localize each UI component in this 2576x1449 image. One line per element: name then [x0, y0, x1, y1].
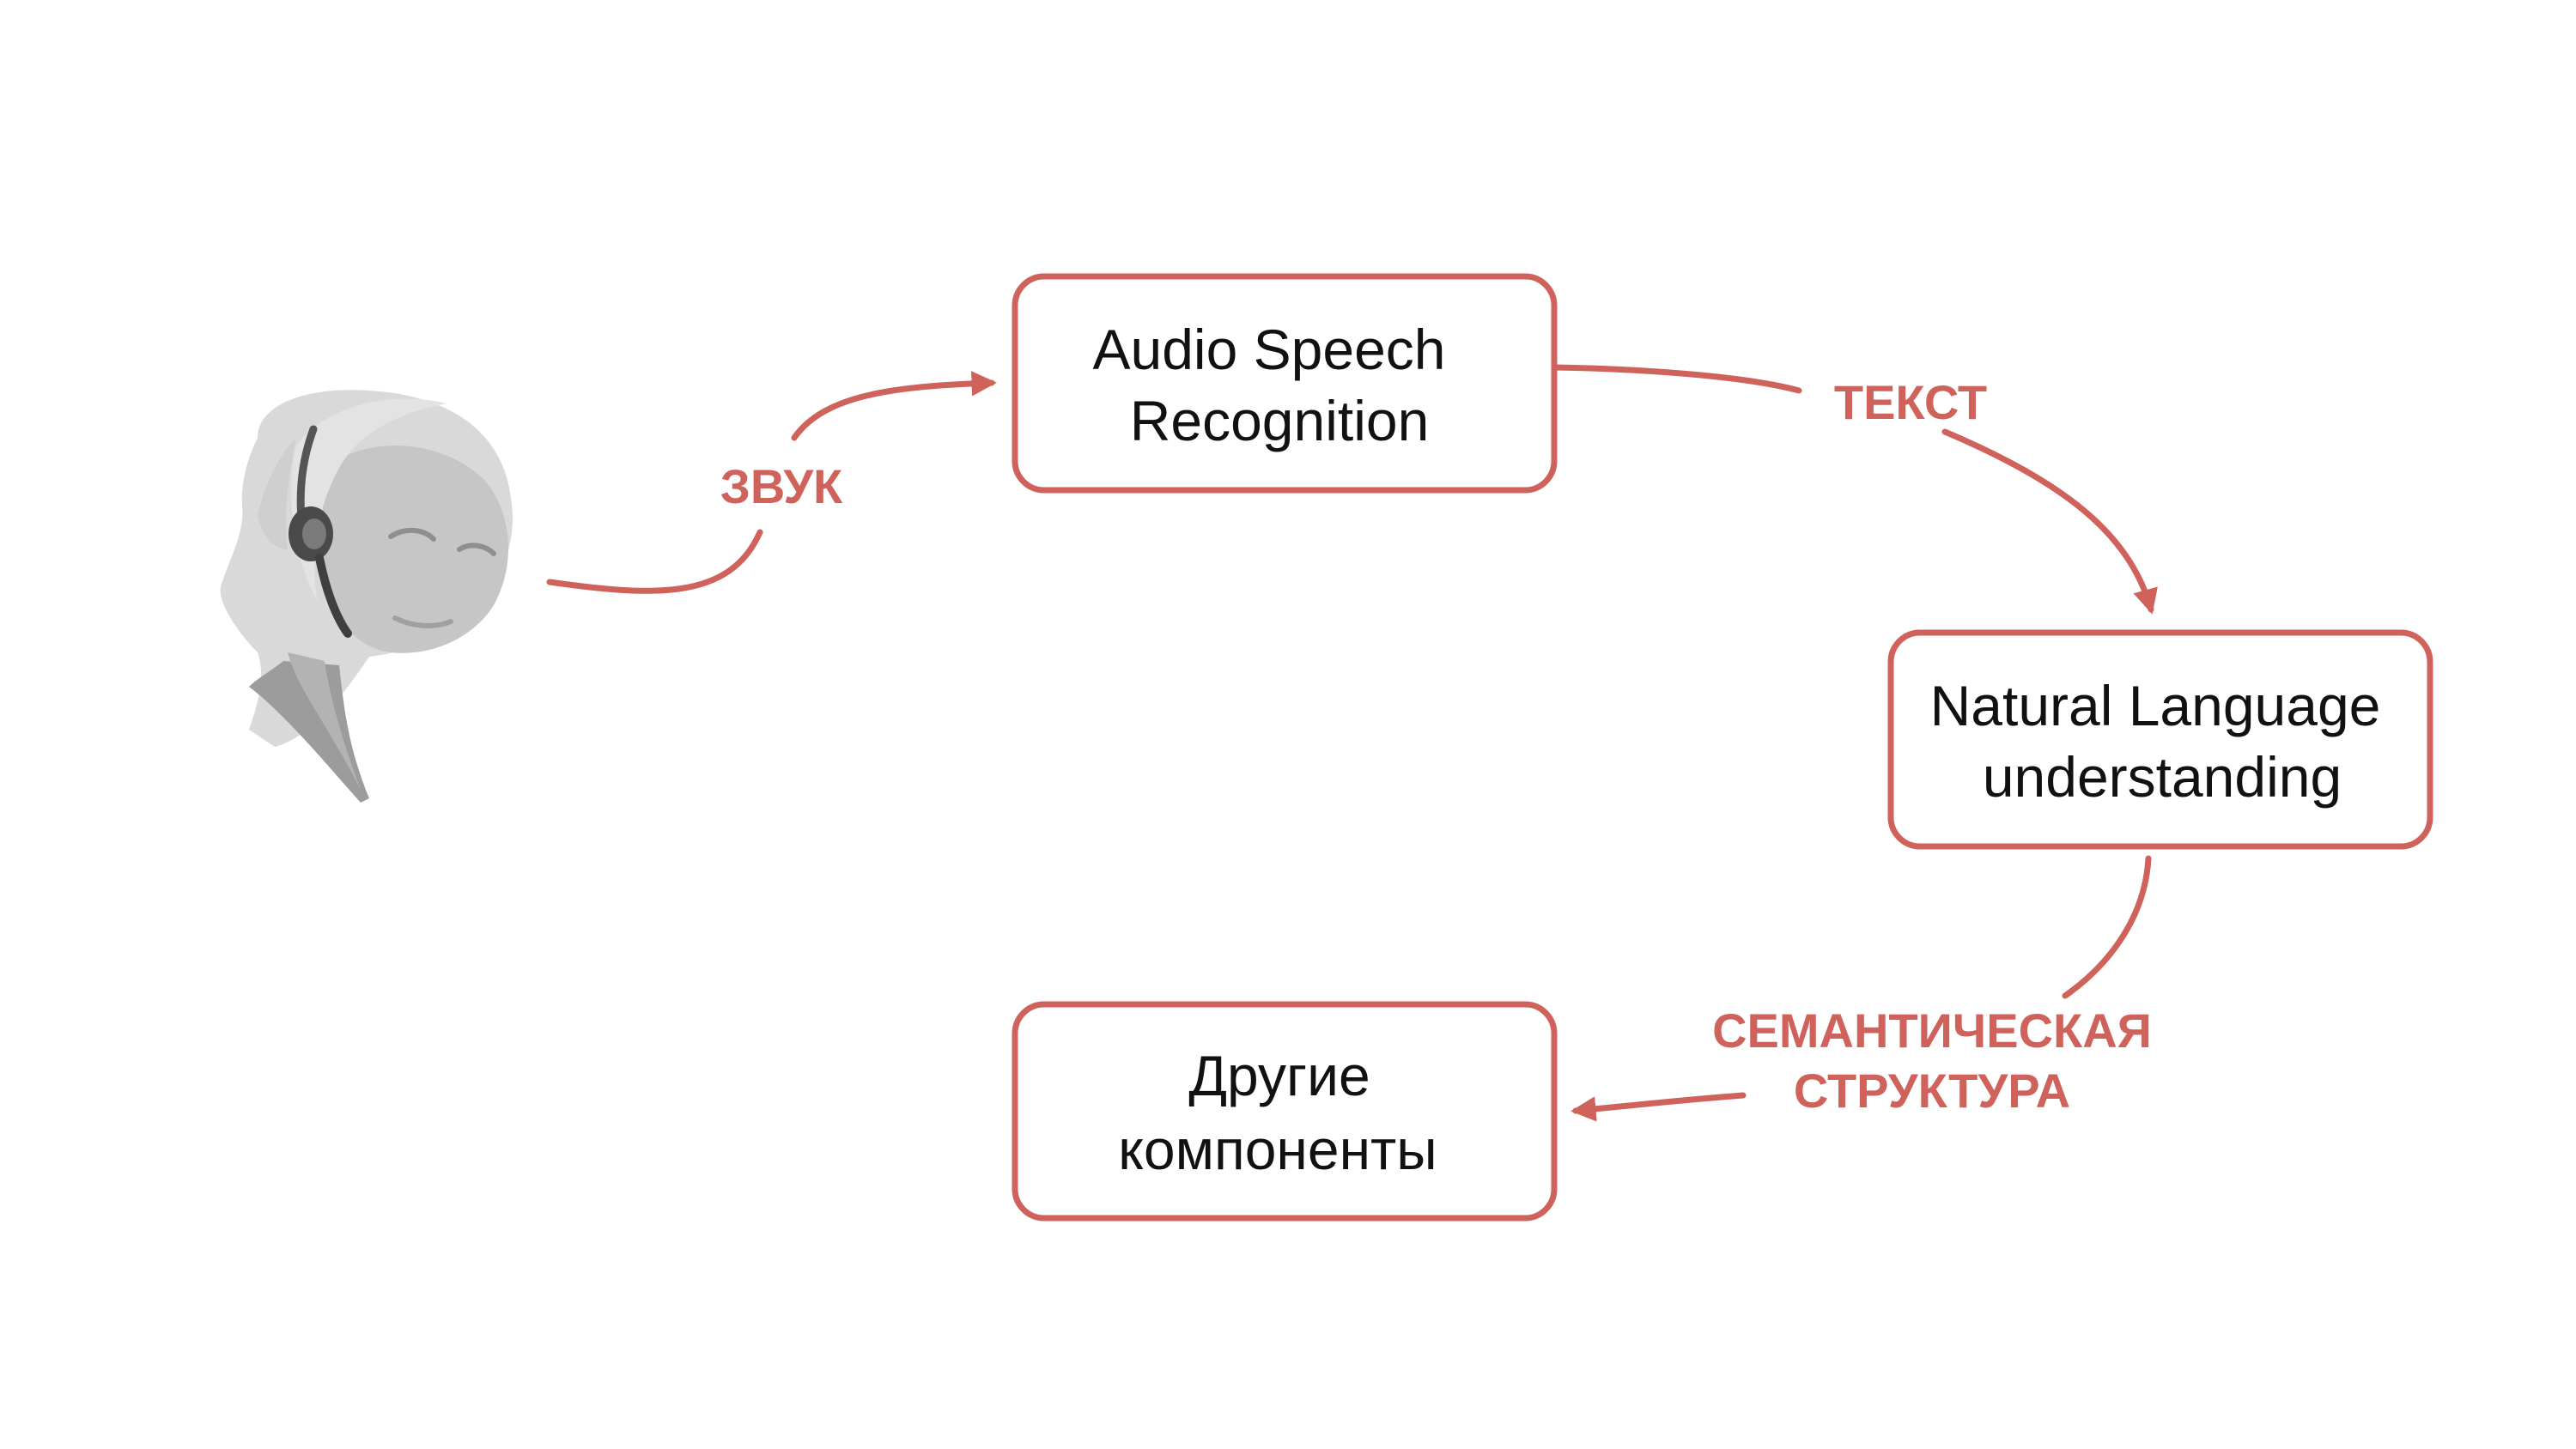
node-other-label-line2: компоненты: [1118, 1118, 1437, 1181]
edge-nlu-to-other-arrow-start-segment: [2062, 855, 2152, 999]
person-with-headset-icon: [220, 390, 513, 803]
node-nlu-label-line1: Natural Language: [1930, 674, 2381, 737]
edge-user-to-asr-arrow: [546, 529, 763, 594]
node-natural-language-understanding: Natural Language understanding: [1887, 629, 2433, 850]
node-other-components: Другие компоненты: [1012, 1001, 1558, 1222]
edge-label-semantic-line2: СТРУКТУРА: [1794, 1064, 2070, 1118]
edge-nlu-to-other: СЕМАНТИЧЕСКАЯ СТРУКТУРА: [1571, 855, 2152, 1122]
edge-asr-to-nlu-arrow-start-segment: [1551, 364, 1802, 394]
edge-label-tekst: ТЕКСТ: [1834, 375, 1987, 429]
node-asr-label-line1: Audio Speech: [1093, 318, 1446, 381]
edge-label-zvuk: ЗВУК: [720, 459, 843, 513]
edge-user-to-asr-arrow-head-segment: [791, 371, 997, 441]
node-audio-speech-recognition: Audio Speech Recognition: [1012, 273, 1558, 494]
edge-label-semantic-line1: СЕМАНТИЧЕСКАЯ: [1712, 1003, 2152, 1058]
node-other-label-line1: Другие: [1188, 1044, 1370, 1107]
node-nlu-label-line2: understanding: [1983, 745, 2342, 809]
node-asr-label-line2: Recognition: [1130, 389, 1430, 452]
edge-asr-to-nlu: ТЕКСТ: [1551, 364, 2158, 615]
edge-nlu-to-other-arrow-end-segment: [1571, 1092, 1747, 1122]
edge-asr-to-nlu-arrow-end-segment: [1941, 428, 2158, 615]
edge-user-to-asr: ЗВУК: [546, 371, 997, 594]
